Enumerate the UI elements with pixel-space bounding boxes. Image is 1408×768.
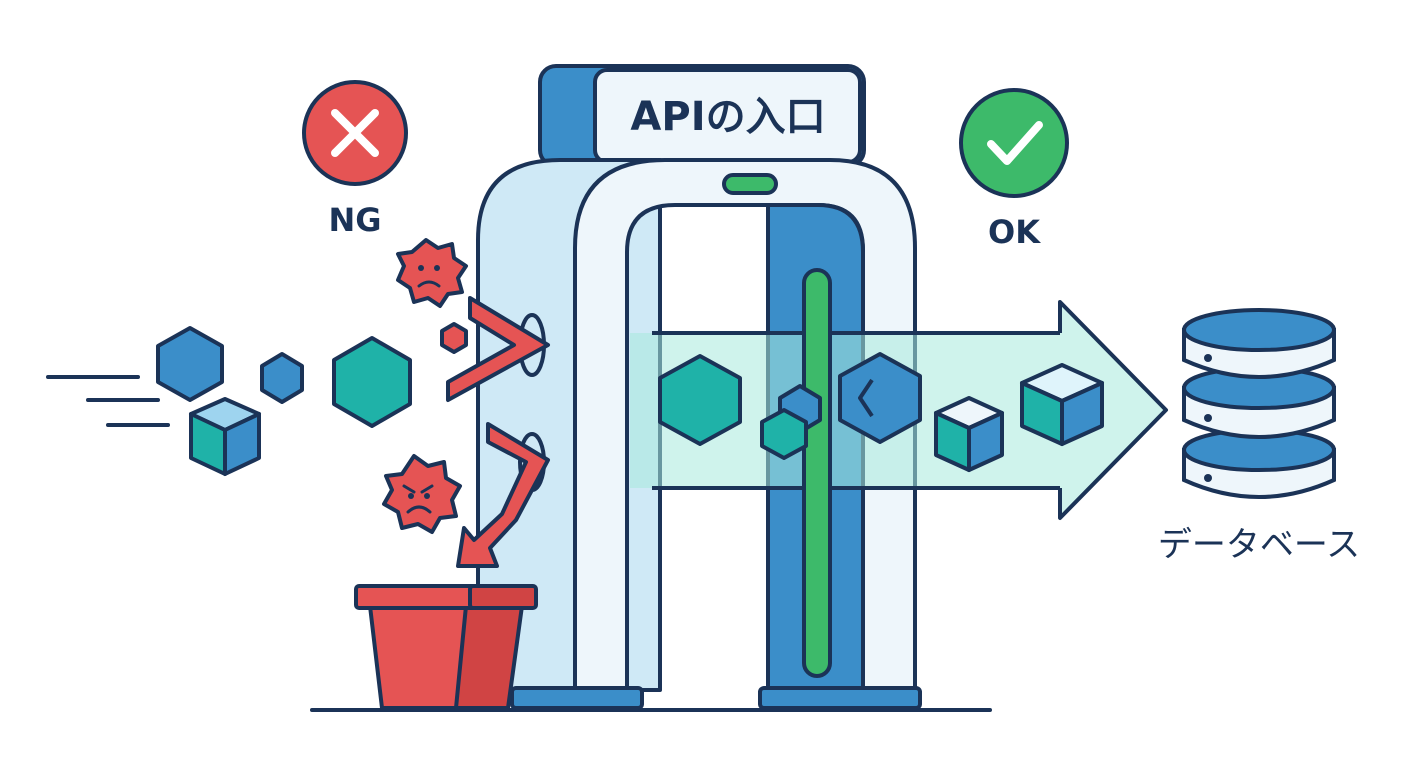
gate-feet <box>510 686 922 710</box>
gate-sign-text: APIの入口 <box>630 94 825 140</box>
database-icon <box>1182 308 1336 499</box>
motion-lines <box>46 375 170 427</box>
incoming-cube <box>189 397 261 476</box>
trash-bin-icon <box>354 584 538 710</box>
gate-sign <box>538 64 866 168</box>
ok-badge <box>959 88 1069 198</box>
passing-cube-large <box>1020 363 1104 446</box>
gate-indicator-light <box>722 173 778 195</box>
ng-label: NG <box>328 201 381 239</box>
virus-icon <box>396 238 468 308</box>
rejected-fragment <box>440 322 468 354</box>
gate-arch <box>476 158 917 692</box>
scanned-hexagon <box>838 352 922 444</box>
ok-label: OK <box>988 213 1041 251</box>
passing-hexagon-teal <box>658 354 742 446</box>
incoming-hexagon-small <box>260 352 304 404</box>
cross-icon <box>331 109 379 157</box>
incoming-hexagon-teal <box>332 336 412 428</box>
scanner-bar <box>802 268 832 678</box>
rejection-arrows <box>446 296 550 568</box>
incoming-hexagon-large <box>156 326 224 402</box>
database-label: データベース <box>1158 525 1360 565</box>
passing-cube-small <box>934 396 1004 472</box>
ng-badge <box>302 80 408 186</box>
check-icon <box>987 121 1043 165</box>
passing-hexagon-small-teal <box>760 408 808 460</box>
virus-icon <box>382 454 462 534</box>
